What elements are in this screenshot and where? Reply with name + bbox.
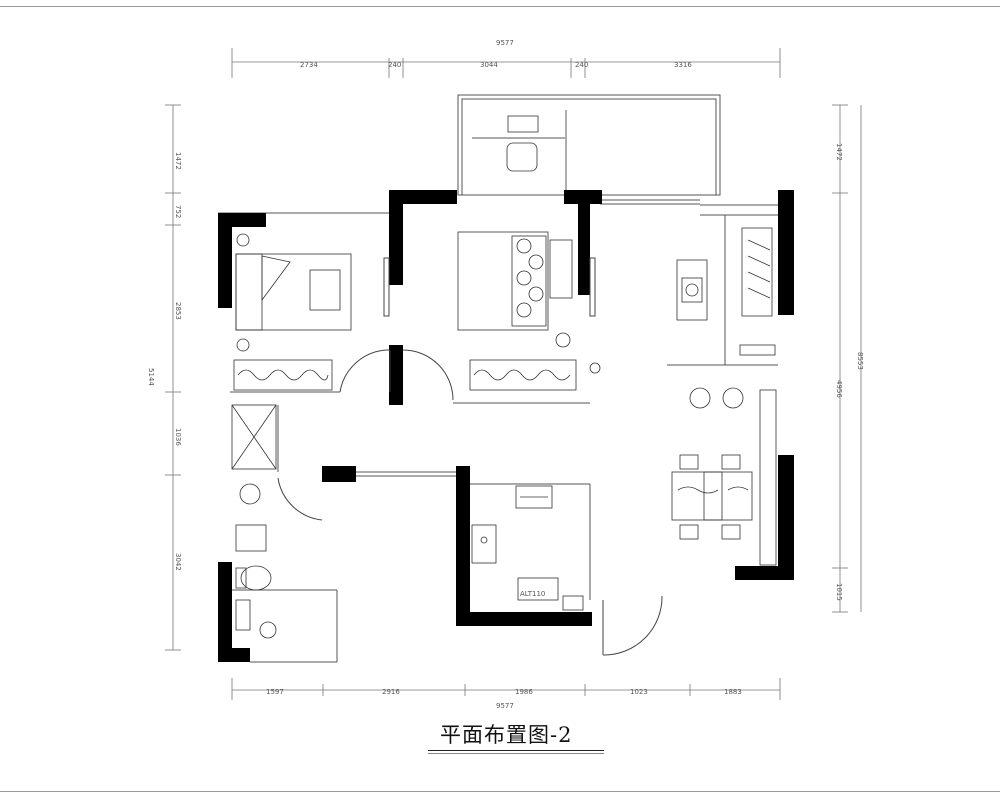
lamp-icon <box>555 332 571 348</box>
structural-walls <box>218 190 794 662</box>
dim-left-seg-1: 1472 <box>174 152 182 170</box>
dim-bottom-seg-4: 1023 <box>630 688 648 696</box>
dim-top-seg-1: 2734 <box>300 61 318 69</box>
dim-top-seg-5: 3316 <box>674 61 692 69</box>
wardrobe-master <box>469 359 577 391</box>
kitchen-appliance-label: ALT110 <box>520 590 545 598</box>
dim-right-seg-1: 1472 <box>835 143 843 161</box>
right-dimensions <box>832 104 862 613</box>
toilet <box>240 565 272 591</box>
top-dimensions <box>231 48 781 78</box>
plan-title: 平面布置图-2 <box>440 723 573 747</box>
title-underline <box>428 750 604 751</box>
stool <box>689 387 711 409</box>
lamp-icon <box>236 233 250 247</box>
washbasin <box>239 483 261 505</box>
chair <box>506 142 538 172</box>
dim-right-seg-2: 4956 <box>835 380 843 398</box>
dim-top-seg-2: 240 <box>388 61 401 69</box>
dining-table <box>671 471 753 521</box>
doors <box>277 257 663 656</box>
furniture <box>231 110 777 639</box>
stove <box>515 485 553 509</box>
stool <box>722 387 744 409</box>
dim-top-total: 9577 <box>496 39 514 47</box>
dim-bottom-total: 9577 <box>496 702 514 710</box>
title-underline-thin <box>428 753 604 754</box>
dim-right-total: 8553 <box>856 352 864 370</box>
dim-left-seg-5: 3042 <box>174 553 182 571</box>
top-frame-line <box>0 6 1000 7</box>
dim-top-seg-4: 240 <box>575 61 588 69</box>
wardrobe <box>233 359 333 391</box>
bottom-frame-line <box>0 791 1000 792</box>
dim-left-total: 5144 <box>147 368 155 386</box>
dim-bottom-seg-5: 1883 <box>724 688 742 696</box>
dim-left-seg-2: 752 <box>174 205 182 218</box>
dim-right-seg-3: 1015 <box>835 583 843 601</box>
dim-top-seg-3: 3044 <box>480 61 498 69</box>
dim-bottom-seg-1: 1597 <box>266 688 284 696</box>
left-dimensions <box>165 104 181 651</box>
dim-left-seg-3: 2853 <box>174 302 182 320</box>
lamp-icon <box>236 338 250 352</box>
dim-bottom-seg-2: 2916 <box>382 688 400 696</box>
bottom-dimensions <box>231 678 781 700</box>
dim-bottom-seg-3: 1986 <box>515 688 533 696</box>
dim-left-seg-4: 1036 <box>174 428 182 446</box>
bed-master <box>457 231 549 331</box>
thin-walls <box>218 94 778 663</box>
shower <box>231 404 277 470</box>
sofa <box>741 227 773 317</box>
bed-small <box>235 253 352 331</box>
sink <box>471 524 497 564</box>
